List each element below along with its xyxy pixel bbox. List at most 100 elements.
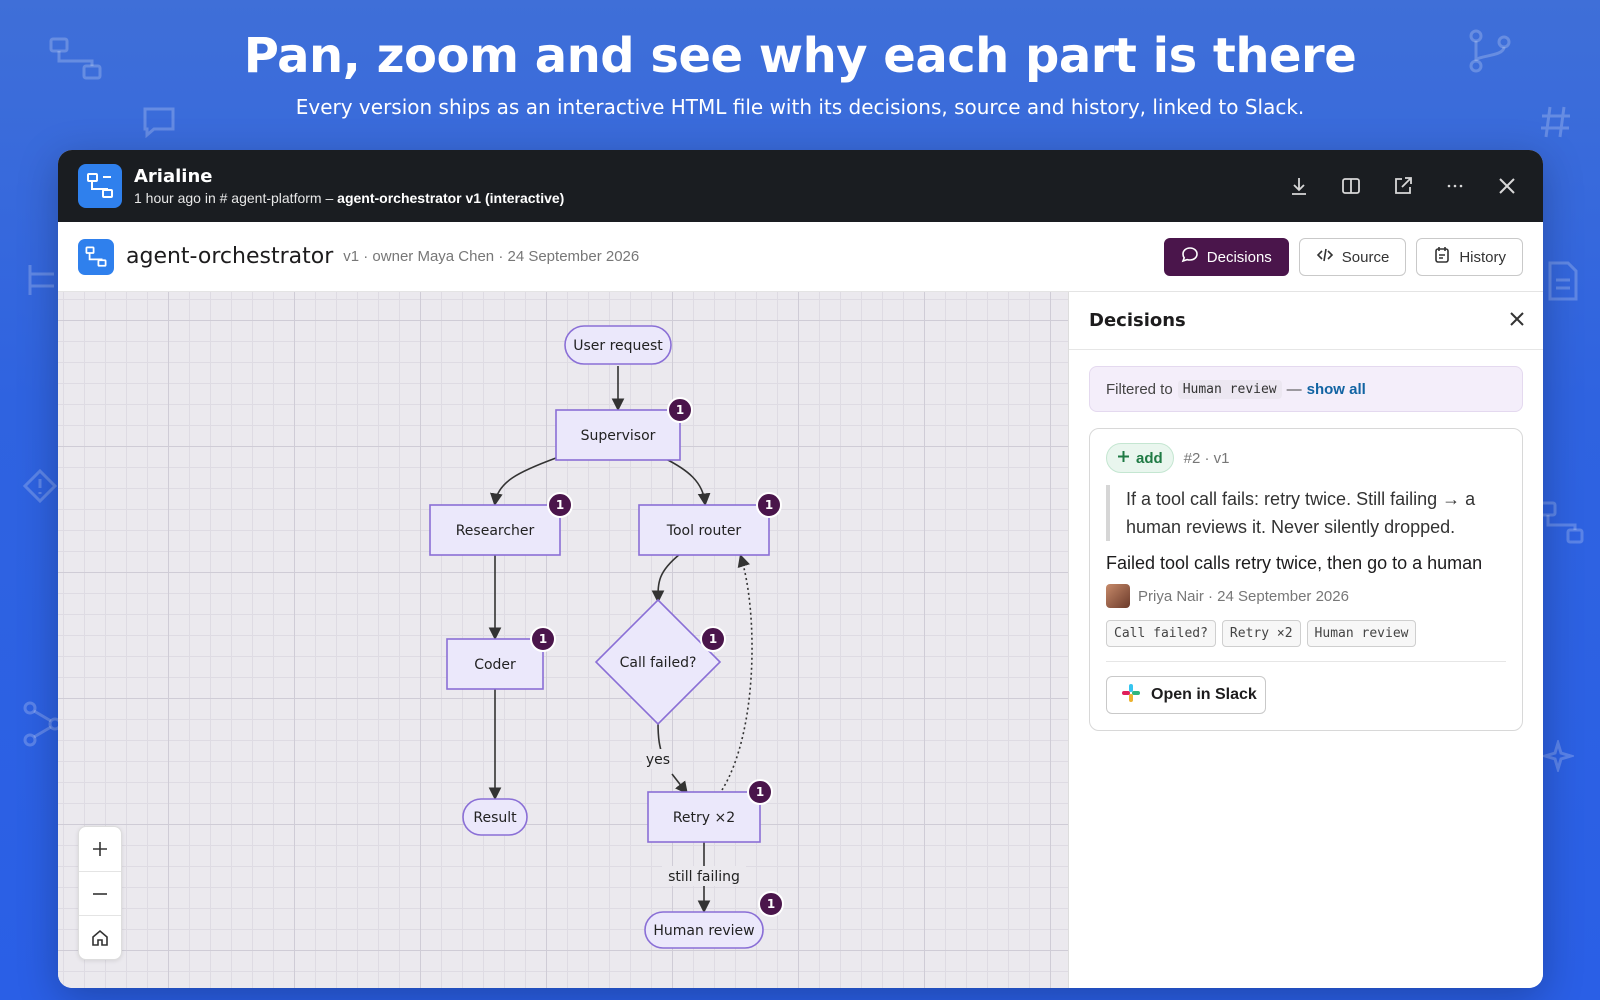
decision-badge — [700, 626, 726, 652]
chat-icon — [142, 106, 176, 138]
edge-label-still-failing: still failing — [668, 869, 740, 885]
plus-icon — [1117, 450, 1130, 467]
code-icon — [1316, 246, 1334, 268]
hash-icon — [1538, 104, 1574, 140]
document-icon — [1546, 260, 1580, 302]
badge-count: 1 — [556, 498, 564, 512]
download-icon[interactable] — [1287, 174, 1311, 198]
node-tag[interactable]: Human review — [1306, 620, 1417, 647]
badge-count: 1 — [767, 897, 775, 911]
node-result — [462, 798, 528, 836]
edge-label-yes-bg — [642, 749, 672, 769]
node-label: User request — [573, 338, 663, 354]
hero-subtitle: Every version ships as an interactive HT… — [295, 95, 1305, 119]
hero-title: Pan, zoom and see why each part is there — [243, 28, 1357, 84]
filter-banner: Filtered to Human review — show all — [1089, 366, 1523, 412]
zoom-out-icon[interactable] — [79, 871, 121, 915]
close-icon[interactable] — [1495, 174, 1519, 198]
open-in-slack-button[interactable]: Open in Slack — [1106, 676, 1266, 714]
node-label: Researcher — [456, 523, 535, 539]
decision-summary: Failed tool calls retry twice, then go t… — [1106, 553, 1483, 573]
avatar — [1106, 584, 1130, 608]
document-meta: v1 · owner Maya Chen · 24 September 2026 — [343, 248, 640, 265]
edge-label-still-failing-bg — [662, 866, 746, 886]
tab-source[interactable]: Source — [1298, 238, 1407, 276]
node-supervisor — [555, 409, 681, 461]
doc-logo — [78, 238, 114, 275]
message-meta: 1 hour ago in # agent-platform – agent-o… — [134, 190, 564, 206]
layout-icon — [26, 262, 58, 298]
node-researcher — [429, 504, 561, 556]
viewer-titlebar: Arialine 1 hour ago in # agent-platform … — [58, 150, 1543, 222]
decision-card: add #2 · v1 If a tool call fails: retry … — [1089, 428, 1523, 731]
decision-badge — [530, 626, 556, 652]
show-all-link[interactable]: show all — [1306, 380, 1366, 398]
node-label: Result — [473, 810, 517, 826]
node-user-request — [564, 325, 672, 365]
badge-count: 1 — [709, 632, 717, 646]
slack-icon — [1121, 683, 1141, 708]
decisions-panel: Decisions Filtered to Human review — sho… — [1068, 292, 1543, 988]
diagram-canvas[interactable]: yes still failing User request Superviso… — [58, 292, 1068, 988]
edge-retry-router — [721, 553, 753, 791]
tab-history[interactable]: History — [1416, 238, 1523, 276]
branch-icon — [1468, 28, 1512, 74]
decision-badge — [756, 492, 782, 518]
tab-source-label: Source — [1341, 248, 1390, 266]
sparkle-icon — [1542, 740, 1574, 772]
filter-prefix: Filtered to — [1106, 380, 1173, 398]
open-external-icon[interactable] — [1391, 174, 1415, 198]
meta-separator: – — [325, 190, 334, 206]
open-in-slack-label: Open in Slack — [1151, 686, 1257, 703]
channel-link[interactable]: # agent-platform — [219, 190, 322, 206]
message-time: 1 hour ago in — [134, 190, 216, 206]
badge-count: 1 — [676, 403, 684, 417]
tab-decisions-label: Decisions — [1206, 248, 1272, 266]
decision-badge — [747, 779, 773, 805]
change-type-label: add — [1136, 449, 1163, 467]
split-view-icon[interactable] — [1339, 174, 1363, 198]
node-call-failed — [594, 598, 722, 726]
flowchart: yes still failing User request Superviso… — [429, 325, 784, 949]
node-tag[interactable]: Call failed? — [1106, 620, 1216, 647]
panel-title: Decisions — [1089, 310, 1186, 331]
file-name: agent-orchestrator v1 (interactive) — [337, 190, 565, 206]
tab-history-label: History — [1459, 248, 1506, 266]
close-icon[interactable] — [1507, 309, 1527, 334]
node-label: Call failed? — [620, 655, 697, 671]
zoom-in-icon[interactable] — [79, 827, 121, 871]
document-header: agent-orchestrator v1 · owner Maya Chen … — [58, 222, 1543, 292]
node-coder — [446, 638, 544, 690]
node-label: Retry ×2 — [673, 810, 735, 826]
app-name: Arialine — [134, 166, 213, 187]
node-label: Tool router — [666, 523, 742, 539]
node-tags: Call failed? Retry ×2 Human review — [1106, 620, 1506, 662]
viewer-window: Arialine 1 hour ago in # agent-platform … — [58, 150, 1543, 988]
filter-dash: — — [1286, 380, 1302, 398]
tab-decisions[interactable]: Decisions — [1163, 238, 1289, 276]
app-logo — [78, 164, 122, 208]
edge-router-callfailed — [651, 553, 681, 604]
decision-author: Priya Nair · 24 September 2026 — [1138, 587, 1349, 605]
more-icon[interactable] — [1443, 174, 1467, 198]
change-type-badge: add — [1106, 443, 1174, 473]
node-tool-router — [638, 504, 770, 556]
node-label: Supervisor — [581, 428, 656, 444]
decision-badge — [547, 492, 573, 518]
badge-count: 1 — [765, 498, 773, 512]
zoom-controls — [78, 826, 122, 960]
badge-count: 1 — [539, 632, 547, 646]
decision-badges[interactable] — [530, 397, 784, 917]
node-label: Human review — [653, 923, 754, 939]
decision-badge — [667, 397, 693, 423]
decision-quote: If a tool call fails: retry twice. Still… — [1106, 485, 1506, 541]
home-icon[interactable] — [79, 915, 121, 959]
comment-icon — [1181, 246, 1199, 268]
network-icon — [22, 700, 62, 748]
filter-value: Human review — [1177, 379, 1282, 399]
edge-supervisor-researcher — [490, 457, 557, 507]
node-tag[interactable]: Retry ×2 — [1221, 620, 1301, 647]
calendar-icon — [1433, 246, 1451, 268]
decision-ref: #2 · v1 — [1183, 449, 1230, 467]
node-retry — [647, 791, 761, 843]
